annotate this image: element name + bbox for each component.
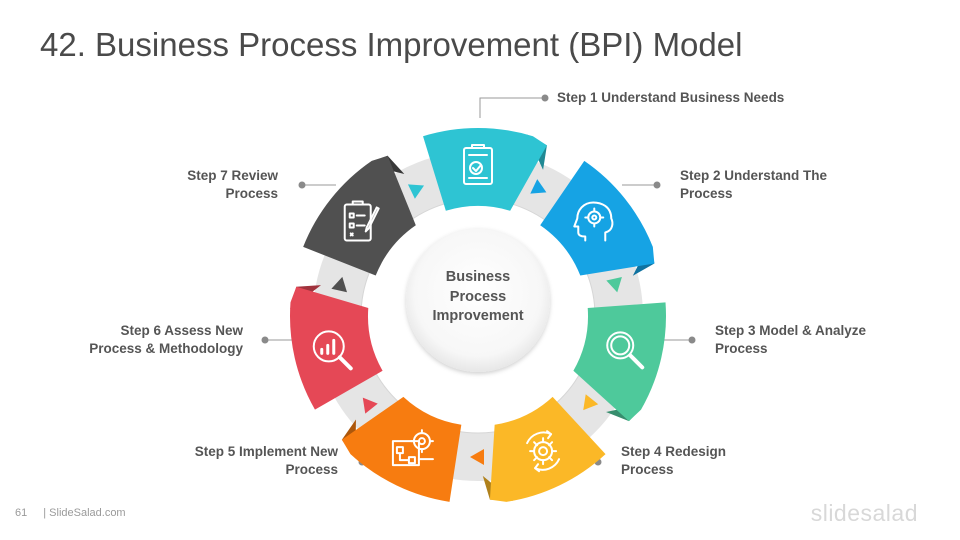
step-4-arrow bbox=[470, 449, 484, 465]
page-number: 61 bbox=[15, 507, 28, 519]
step-2-arrow bbox=[606, 276, 622, 293]
brand-logo: slidesalad bbox=[810, 500, 918, 526]
step-4-label: Step 4 Redesign Process bbox=[621, 443, 726, 479]
step-1-label-line-1: Step 1 Understand Business Needs bbox=[557, 90, 785, 105]
footer-site[interactable]: | SlideSalad.com bbox=[43, 507, 126, 519]
checklist-gear-icon bbox=[463, 144, 493, 185]
leader-line-step-1 bbox=[479, 97, 543, 118]
step-5-label-line-1: Step 5 Implement New bbox=[194, 444, 338, 459]
step-3-label: Step 3 Model & Analyze Process bbox=[715, 322, 866, 358]
leader-dot-step-7 bbox=[298, 181, 306, 189]
center-label-line-1: Business bbox=[445, 269, 511, 285]
step-2-label-line-2: Process bbox=[680, 186, 733, 201]
step-7-arrow bbox=[407, 184, 425, 199]
step-5-label: Step 5 Implement New Process bbox=[195, 443, 338, 479]
step-2-label: Step 2 Understand The Process bbox=[680, 167, 827, 203]
step-5-label-line-2: Process bbox=[285, 462, 338, 477]
step-6-segment bbox=[290, 286, 383, 410]
step-3-label-line-2: Process bbox=[715, 341, 768, 356]
step-1-segment bbox=[423, 128, 547, 211]
step-6-label: Step 6 Assess New Process & Methodology bbox=[89, 322, 243, 358]
step-4-label-line-2: Process bbox=[621, 462, 674, 477]
step-3-arrow bbox=[583, 394, 599, 411]
step-2-segment bbox=[540, 160, 655, 276]
arrow-triangle bbox=[362, 397, 378, 414]
step-7-label-line-2: Process bbox=[225, 186, 278, 201]
step-4-label-line-1: Step 4 Redesign bbox=[621, 444, 727, 459]
arrow-triangle bbox=[470, 449, 484, 465]
step-6-arrow bbox=[331, 276, 347, 293]
step-3-label-line-1: Step 3 Model & Analyze bbox=[715, 323, 867, 338]
arrow-triangle bbox=[331, 276, 347, 293]
chart-search-icon bbox=[312, 330, 353, 371]
step-5-segment bbox=[341, 396, 462, 502]
page-title: 42. Business Process Improvement (BPI) M… bbox=[40, 26, 743, 63]
center-label: Business Process Improvement bbox=[408, 268, 548, 327]
center-hub bbox=[406, 228, 550, 372]
gear-cycle-icon bbox=[526, 430, 561, 473]
leader-dot-step-2 bbox=[653, 181, 661, 189]
leader-dot-step-6 bbox=[261, 336, 269, 344]
center-label-line-2: Process bbox=[449, 288, 507, 305]
step-1-arrow bbox=[530, 179, 547, 194]
clipboard-pen-icon bbox=[343, 200, 380, 242]
leader-dot-step-3 bbox=[688, 336, 696, 344]
leader-dot-step-1 bbox=[541, 94, 549, 102]
step-1-label: Step 1 Understand Business Needs bbox=[557, 89, 784, 107]
flowchart-gear-icon bbox=[391, 429, 434, 467]
step-7-label: Step 7 Review Process bbox=[187, 167, 278, 203]
step-6-label-line-1: Step 6 Assess New bbox=[120, 323, 243, 338]
magnifier-icon bbox=[606, 331, 645, 370]
step-5-arrow bbox=[362, 397, 378, 414]
center-label-line-3: Improvement bbox=[432, 308, 524, 324]
step-6-label-line-2: Process & Methodology bbox=[89, 341, 243, 356]
head-gear-icon bbox=[573, 201, 614, 242]
arrow-triangle bbox=[530, 179, 547, 194]
step-2-label-line-1: Step 2 Understand The bbox=[680, 168, 828, 183]
step-3-segment bbox=[573, 302, 666, 422]
arrow-triangle bbox=[583, 394, 599, 411]
step-7-label-line-1: Step 7 Review bbox=[187, 168, 278, 183]
arrow-triangle bbox=[606, 276, 622, 293]
footer: 61 | SlideSalad.com bbox=[15, 507, 126, 519]
arrow-triangle bbox=[407, 184, 425, 199]
